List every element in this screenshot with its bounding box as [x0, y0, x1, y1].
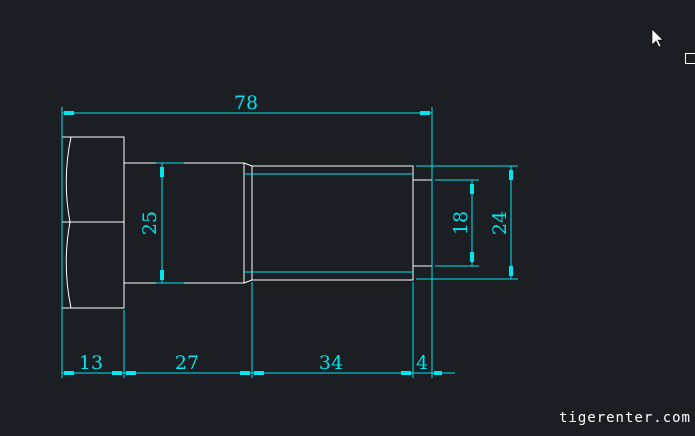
bolt-geometry: [61, 136, 433, 309]
dim-thread-length: 34: [319, 352, 343, 374]
mouse-cursor-icon: [651, 28, 664, 48]
threaded-section: [251, 165, 414, 281]
dim-overall-length: 78: [234, 92, 258, 114]
bolt-tip: [412, 179, 433, 267]
dimensions: 78 25 18 24 13 27 34 4: [61, 92, 518, 378]
dim-tip-length: 4: [416, 352, 428, 374]
dim-shank-diameter: 25: [139, 211, 161, 235]
dim-thread-diameter: 24: [489, 211, 511, 235]
dim-head-length: 13: [79, 352, 103, 374]
dim-shank-length: 27: [175, 352, 199, 374]
head-chamfer-arc: [65, 136, 72, 309]
pickbox-icon: [685, 53, 695, 64]
shank-chamfer: [243, 162, 253, 284]
watermark: tigerenter.com: [558, 410, 691, 426]
dim-tip-diameter: 18: [450, 211, 472, 235]
